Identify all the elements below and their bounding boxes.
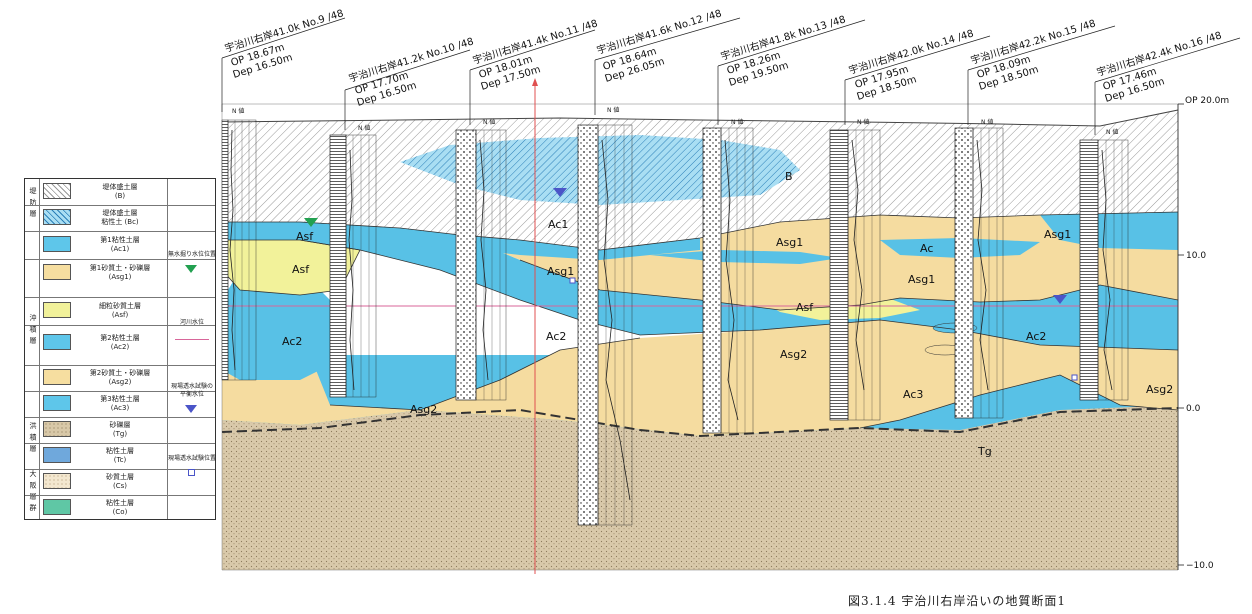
figure-caption: 図3.1.4 宇治川右岸沿いの地質断面1: [848, 594, 1066, 608]
borehole-title-15: 宇治川右岸42.2k No.15 /48: [969, 16, 1097, 66]
layer-asf-left: [222, 240, 360, 295]
borehole-title-11: 宇治川右岸41.4k No.11 /48: [471, 16, 599, 66]
label-ac: Ac: [920, 242, 933, 255]
legend-group-embankment: 堤 防 層: [29, 186, 37, 218]
label-ac2-c: Ac2: [1026, 330, 1046, 343]
label-asf-mid: Asf: [796, 301, 814, 314]
axis-tick-10: 10.0: [1186, 251, 1206, 261]
borehole-title-13: 宇治川右岸41.8k No.13 /48: [719, 12, 847, 62]
label-ac2-a: Ac2: [282, 335, 302, 348]
n-value-label-13: N 値: [731, 118, 743, 126]
borehole-no10: [329, 134, 377, 398]
layer-labels: B Asf Asf Ac1 Asg1 Asg1 Ac Asg1 Asg1 Asf…: [282, 170, 1173, 458]
elevation-axis-labels: OP 20.0m 10.0 0.0 −10.0: [1185, 96, 1229, 571]
equilibrium-level-triangle-1: [553, 188, 567, 197]
permeability-test-marker-1: [569, 277, 576, 284]
label-asg2-b: Asg2: [1146, 383, 1173, 396]
borehole-no14: [829, 129, 881, 421]
groundwater-level-triangle-green: [304, 218, 318, 227]
borehole-no13: [702, 127, 754, 434]
legend: 堤 防 層 沖 積 層 洪 積 層 大 阪 層 群 堤体盛土層(B) 堤体盛土層…: [24, 178, 216, 520]
label-asg1-a: Asg1: [547, 265, 574, 278]
elevation-axis: [1177, 103, 1184, 570]
borehole-no12: [577, 124, 633, 526]
permeability-test-marker-2: [1071, 374, 1078, 381]
legend-group-diluvium: 洪 積 層: [29, 421, 37, 453]
axis-tick-0: 0.0: [1186, 404, 1201, 414]
label-b: B: [785, 170, 793, 183]
borehole-leaders: [221, 17, 1241, 135]
label-asg2-c: Asg2: [410, 403, 437, 416]
borehole-title-14: 宇治川右岸42.0k No.14 /48: [847, 26, 975, 76]
n-value-label-16: N 値: [1106, 128, 1118, 136]
borehole-no15: [954, 127, 1004, 419]
borehole-title-12: 宇治川右岸41.6k No.12 /48: [595, 6, 723, 56]
label-tg: Tg: [977, 445, 992, 458]
label-ac2-b: Ac2: [546, 330, 566, 343]
label-ac1: Ac1: [548, 218, 568, 231]
layer-ac2-left: [222, 270, 340, 380]
borehole-title-10: 宇治川右岸41.2k No.10 /48: [347, 34, 475, 84]
borehole-no11: [455, 129, 507, 401]
label-asg1-c: Asg1: [908, 273, 935, 286]
equilibrium-level-triangle-2: [1053, 295, 1067, 304]
n-value-label-15: N 値: [981, 118, 993, 126]
label-asf-top: Asf: [296, 230, 314, 243]
layer-ac1-right: [1040, 212, 1178, 250]
borehole-no16: [1079, 139, 1129, 401]
n-value-label-14: N 値: [857, 118, 869, 126]
n-value-label-11: N 値: [483, 118, 495, 126]
n-value-label-12: N 値: [607, 106, 619, 114]
borehole-headers: 宇治川右岸41.0k No.9 /48 OP 18.67m Dep 16.50m…: [223, 6, 1223, 109]
axis-tick-minus10: −10.0: [1186, 561, 1214, 571]
legend-group-alluvium: 沖 積 層: [29, 313, 37, 345]
legend-group-osaka: 大 阪 層 群: [29, 470, 37, 512]
tg-top-boundary: [221, 407, 1179, 438]
label-asf: Asf: [292, 263, 310, 276]
label-ac3: Ac3: [903, 388, 923, 401]
label-asg1-d: Asg1: [1044, 228, 1071, 241]
ground-surface: [221, 109, 1179, 127]
n-value-label-9: N 値: [232, 107, 244, 115]
label-asg1-b: Asg1: [776, 236, 803, 249]
label-asg2-a: Asg2: [780, 348, 807, 361]
n-value-label-10: N 値: [358, 124, 370, 132]
red-arrow-head: [532, 78, 538, 86]
borehole-title-16: 宇治川右岸42.4k No.16 /48: [1095, 28, 1223, 78]
borehole-no9: [221, 119, 257, 381]
n-value-labels: N 値 N 値 N 値 N 値 N 値 N 値 N 値 N 値: [232, 106, 1118, 136]
axis-top-label: OP 20.0m: [1185, 96, 1229, 106]
